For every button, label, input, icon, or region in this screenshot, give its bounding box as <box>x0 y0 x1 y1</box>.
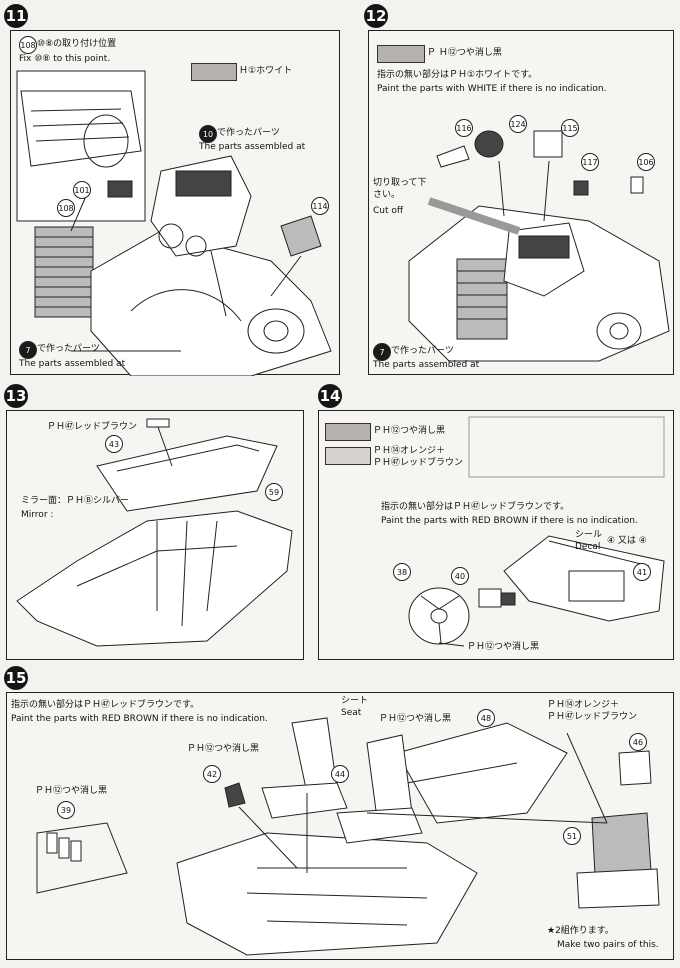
part-124-label: 124 <box>509 115 527 133</box>
matte-black-swatch-14 <box>325 423 371 441</box>
step-14-note-en: Paint the parts with RED BROWN if there … <box>381 516 638 526</box>
step-11-badge: 11 <box>4 4 28 28</box>
step-14-illustration <box>408 416 665 647</box>
step-12-badge: 12 <box>364 4 388 28</box>
part-106-label: 106 <box>637 153 655 171</box>
step-12-cut-en: Cut off <box>373 206 404 216</box>
part-59-label: 59 <box>265 483 283 501</box>
step-11-illustration <box>16 70 332 376</box>
step-15-note-ja: 指示の無い部分はＰＨ㊼レッドブラウンです。 <box>11 700 200 710</box>
orange-brown-swatch <box>325 447 371 465</box>
step-14-decal-nums: ④ 又は ④ <box>607 536 647 546</box>
step-15-paint-seat: ＰＨ⑫つや消し黒 <box>379 714 452 724</box>
part-44-label: 44 <box>331 765 349 783</box>
part-114-label: 114 <box>311 197 329 215</box>
step-12-cut-ja: 切り取って下さい。 <box>373 178 427 200</box>
step-11-pos108-ja: ⑩⑧の取り付け位置 <box>37 39 117 49</box>
step-11-paint-text: Ｈ①ホワイト <box>239 66 293 76</box>
part-116-label: 116 <box>455 119 473 137</box>
step-14-note-ja: 指示の無い部分はＰＨ㊼レッドブラウンです。 <box>381 502 570 512</box>
part-108-label-b: 108 <box>57 199 75 217</box>
part-51-label: 51 <box>563 827 581 845</box>
part-39-label: 39 <box>57 801 75 819</box>
step-12-paint-text: Ｐ Ｈ⑫つや消し黒 <box>427 48 502 58</box>
part-48-label: 48 <box>477 709 495 727</box>
step-13-panel: ＰＨ㊼レッドブラウン 43 ミラー面：ＰＨⒷシルバー Mirror : 59 <box>6 410 304 660</box>
step-11-assembled10-en: The parts assembled at <box>199 142 306 152</box>
part-101-label: 101 <box>73 181 91 199</box>
step-15-note-en: Paint the parts with RED BROWN if there … <box>11 714 268 724</box>
part-41-label: 41 <box>633 563 651 581</box>
step-12-assembled7-en: The parts assembled at <box>373 360 480 370</box>
step-14-badge: 14 <box>318 384 342 408</box>
step-14-paint2a: ＰＨ⑭オレンジ＋ <box>373 446 446 456</box>
step-14-paint1: ＰＨ⑫つや消し黒 <box>373 426 446 436</box>
step-11-assembled7-ja: で作ったパーツ <box>37 344 100 354</box>
white-paint-swatch <box>191 63 237 81</box>
part-38-label: 38 <box>393 563 411 581</box>
step-14-decal-en: Decal <box>575 542 601 552</box>
step-14-paint2b: ＰＨ㊼レッドブラウン <box>373 458 464 468</box>
part-46-label: 46 <box>629 733 647 751</box>
step-15-illustration <box>36 717 660 956</box>
step-13-paint-top: ＰＨ㊼レッドブラウン <box>47 422 138 432</box>
step-15-paint-39: ＰＨ⑫つや消し黒 <box>35 786 108 796</box>
step-12-ref-7-badge: 7 <box>373 343 391 361</box>
step-11-panel: 108 ⑩⑧の取り付け位置 Fix ⑩⑧ to this point. Ｈ①ホワ… <box>10 30 340 376</box>
part-40-label: 40 <box>451 567 469 585</box>
step-13-illustration <box>16 418 293 647</box>
part-117-label: 117 <box>581 153 599 171</box>
step-15-paint-right-b: ＰＨ㊼レッドブラウン <box>547 712 638 722</box>
step-13-mirror-en: Mirror : <box>21 510 54 520</box>
step-15-seat-en: Seat <box>341 708 362 718</box>
step-11-assembled10-ja: で作ったパーツ <box>217 128 280 138</box>
step-13-badge: 13 <box>4 384 28 408</box>
step-15-pairs-ja: ★2組作ります。 <box>547 926 614 936</box>
step-11-ref-7-badge: 7 <box>19 341 37 359</box>
step-12-note-ja: 指示の無い部分はＰＨ①ホワイトです。 <box>377 70 538 80</box>
matte-black-swatch <box>377 45 425 63</box>
step-14-decal-ja: シール <box>575 530 603 540</box>
part-115-label: 115 <box>561 119 579 137</box>
step-11-assembled7-en: The parts assembled at <box>19 359 126 369</box>
part-108-label: 108 <box>19 36 37 54</box>
step-13-mirror-ja: ミラー面：ＰＨⒷシルバー <box>21 496 130 506</box>
step-14-panel: ＰＨ⑫つや消し黒 ＰＨ⑭オレンジ＋ ＰＨ㊼レッドブラウン 指示の無い部分はＰＨ㊼… <box>318 410 674 660</box>
part-42-label: 42 <box>203 765 221 783</box>
step-15-paint-right-a: ＰＨ⑭オレンジ＋ <box>547 700 620 710</box>
step-15-pairs-en: Make two pairs of this. <box>557 940 659 950</box>
step-12-illustration <box>408 130 670 362</box>
step-12-note-en: Paint the parts with WHITE if there is n… <box>377 84 607 94</box>
part-43-label: 43 <box>105 435 123 453</box>
step-15-badge: 15 <box>4 666 28 690</box>
step-15-seat-ja: シート <box>341 696 369 706</box>
step-14-paint-bottom: ＰＨ⑫つや消し黒 <box>467 642 540 652</box>
step-15-paint-42: ＰＨ⑫つや消し黒 <box>187 744 260 754</box>
step-15-panel: 指示の無い部分はＰＨ㊼レッドブラウンです。 Paint the parts wi… <box>6 692 674 960</box>
step-12-assembled7-ja: で作ったパーツ <box>391 346 454 356</box>
step-11-pos108-en: Fix ⑩⑧ to this point. <box>19 54 111 64</box>
step-11-ref-10-badge: 10 <box>199 125 217 143</box>
step-12-panel: Ｐ Ｈ⑫つや消し黒 指示の無い部分はＰＨ①ホワイトです。 Paint the p… <box>368 30 674 375</box>
